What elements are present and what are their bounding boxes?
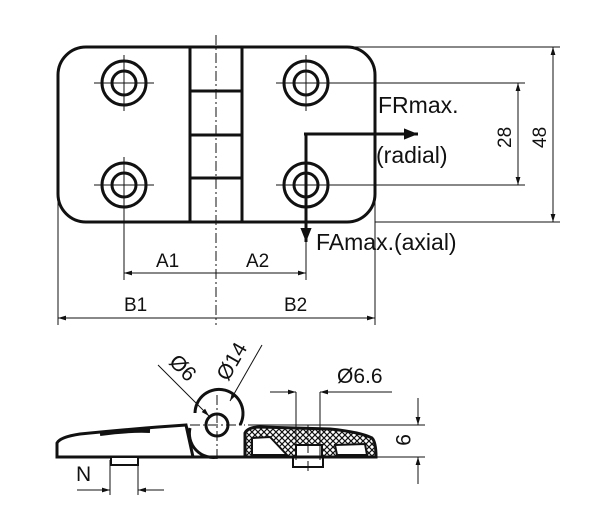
- dim-b1-label: B1: [124, 295, 147, 316]
- nut: [110, 456, 139, 466]
- force-radial-label: FRmax.: [378, 92, 459, 118]
- dim-48-label: 48: [530, 127, 551, 148]
- dim-a2-label: A2: [246, 251, 269, 272]
- dim-28-label: 28: [495, 127, 516, 148]
- dim-a1-label: A1: [156, 251, 179, 272]
- knuckle: [193, 387, 245, 426]
- dim-pin-diameter-label: Ø6: [164, 350, 200, 386]
- dim-n-label: N: [76, 463, 91, 486]
- top-view: A1 A2 B1 B2 28 48 FRmax. (radial) FAmax.…: [56, 35, 560, 325]
- dim-knuckle-diameter-label: Ø14: [212, 338, 252, 384]
- left-leaf: [55, 423, 195, 459]
- force-arrows: [300, 128, 418, 242]
- dim-hole-diameter-label: Ø6.6: [337, 365, 383, 388]
- side-view: Ø6 Ø14 Ø6.6 9 N: [55, 338, 425, 495]
- force-axial-label: FAmax.(axial): [316, 229, 457, 255]
- dim-b2-label: B2: [284, 295, 307, 316]
- force-radial-sub-label: (radial): [376, 142, 448, 168]
- hole: [94, 55, 154, 111]
- hole: [94, 157, 154, 213]
- dim-thickness-label: 9: [391, 434, 414, 446]
- hole: [276, 55, 336, 111]
